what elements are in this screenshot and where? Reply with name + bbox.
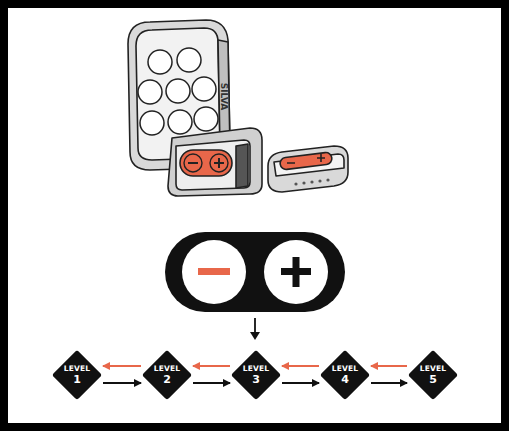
level-number: 1 (73, 374, 81, 385)
level-number: 3 (252, 374, 260, 385)
level-word: LEVEL (243, 365, 270, 373)
level-down-arrow (193, 365, 230, 367)
level-word: LEVEL (64, 365, 91, 373)
level-number: 2 (163, 374, 171, 385)
level-word: LEVEL (154, 365, 181, 373)
level-diamond: LEVEL4 (321, 351, 369, 399)
level-word: LEVEL (332, 365, 359, 373)
level-word: LEVEL (420, 365, 447, 373)
level-diamond: LEVEL1 (53, 351, 101, 399)
level-diamond: LEVEL5 (409, 351, 457, 399)
level-up-arrow (282, 382, 319, 384)
level-number: 5 (429, 374, 437, 385)
level-diamond: LEVEL2 (143, 351, 191, 399)
level-down-arrow (371, 365, 407, 367)
brand-logo: SILVA (220, 82, 229, 110)
level-up-arrow (103, 382, 141, 384)
level-down-arrow (103, 365, 141, 367)
level-number: 4 (341, 374, 349, 385)
level-up-arrow (193, 382, 230, 384)
level-diamond: LEVEL3 (232, 351, 280, 399)
level-up-arrow (371, 382, 407, 384)
level-down-arrow (282, 365, 319, 367)
